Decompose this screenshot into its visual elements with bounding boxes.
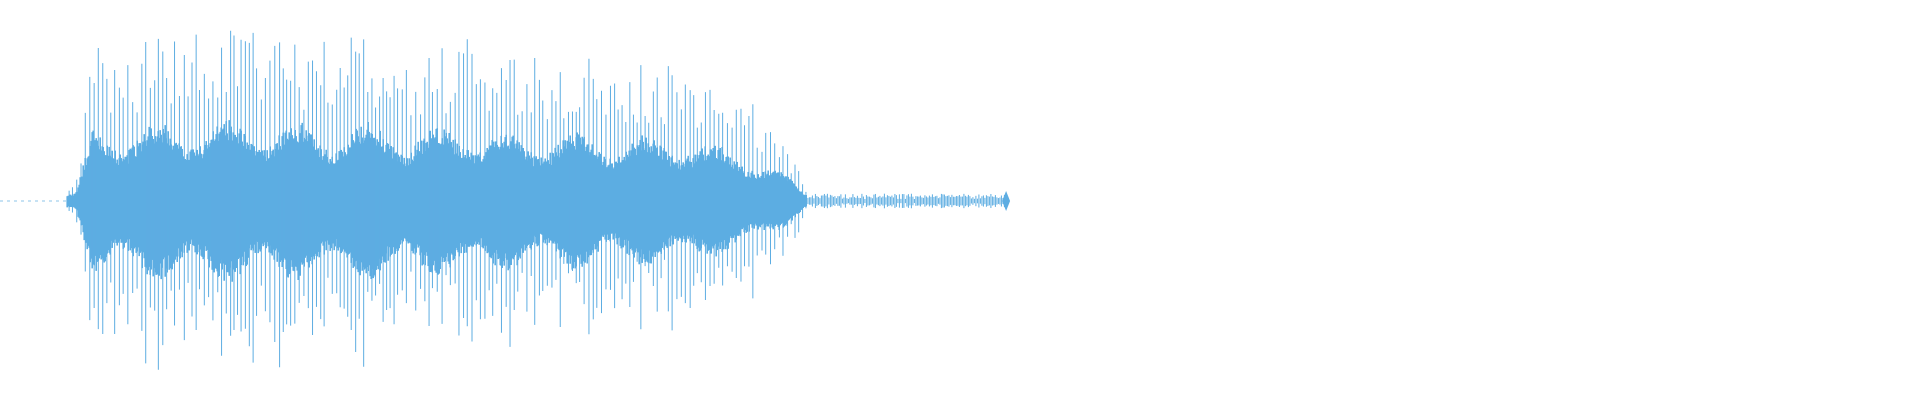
playback-end-marker[interactable] bbox=[1002, 191, 1011, 211]
waveform-dense-core bbox=[66, 120, 808, 282]
